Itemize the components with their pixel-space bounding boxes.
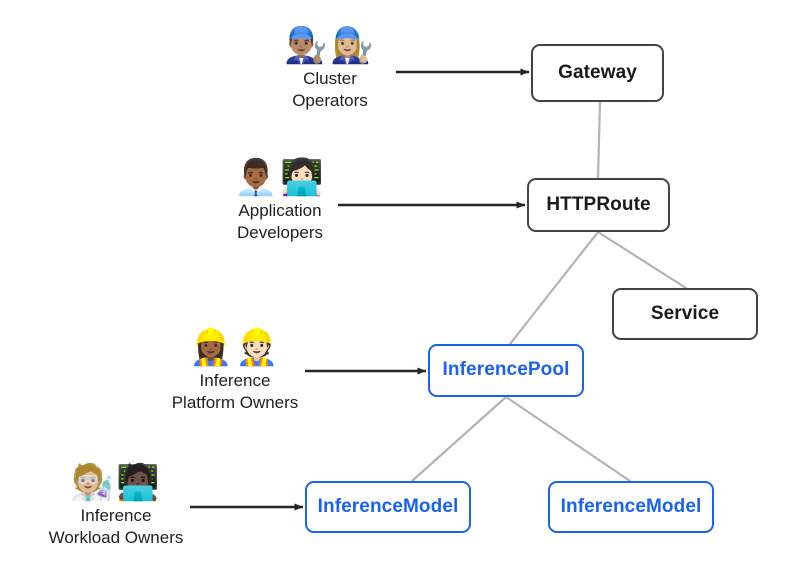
application-developers-emoji-pair-icon: 👨🏾‍💼👩🏻‍💻 bbox=[234, 158, 326, 198]
cluster-operators-emoji-pair-icon: 👨🏽‍🔧👩🏼‍🔧 bbox=[284, 26, 376, 66]
node-service[interactable]: Service bbox=[612, 288, 758, 340]
persona-application-developers-label: Application Developers bbox=[237, 201, 323, 242]
node-service-label: Service bbox=[650, 302, 720, 324]
node-inferencemodel-left-label: InferenceModel bbox=[317, 495, 459, 517]
node-inferencemodel-left[interactable]: InferenceModel bbox=[305, 481, 471, 533]
node-httproute-label: HTTPRoute bbox=[546, 193, 651, 215]
edge-inferencepool-inferencemodel-right bbox=[504, 395, 632, 483]
inference-workload-owners-emoji-pair-icon: 🧑🏼‍🔬🧑🏿‍💻 bbox=[70, 463, 162, 503]
persona-application-developers: 👨🏾‍💼👩🏻‍💻 Application Developers bbox=[180, 158, 380, 244]
node-inferencemodel-right[interactable]: InferenceModel bbox=[548, 481, 714, 533]
persona-inference-workload-owners: 🧑🏼‍🔬🧑🏿‍💻 Inference Workload Owners bbox=[16, 463, 216, 549]
inference-platform-owners-emoji-pair-icon: 👷🏾‍♀️👷🏻 bbox=[189, 328, 281, 368]
node-gateway[interactable]: Gateway bbox=[531, 44, 664, 102]
persona-cluster-operators-label: Cluster Operators bbox=[292, 69, 368, 110]
persona-cluster-operators: 👨🏽‍🔧👩🏼‍🔧 Cluster Operators bbox=[230, 26, 430, 112]
persona-inference-platform-owners: 👷🏾‍♀️👷🏻 Inference Platform Owners bbox=[135, 328, 335, 414]
node-inferencemodel-right-label: InferenceModel bbox=[560, 495, 702, 517]
edge-httproute-inferencepool bbox=[508, 230, 600, 346]
node-inferencepool[interactable]: InferencePool bbox=[428, 344, 584, 397]
persona-inference-workload-owners-label: Inference Workload Owners bbox=[48, 506, 184, 547]
edge-gateway-httproute bbox=[596, 100, 602, 180]
edge-inferencepool-inferencemodel-left bbox=[410, 395, 508, 483]
node-inferencepool-label: InferencePool bbox=[442, 359, 570, 381]
node-httproute[interactable]: HTTPRoute bbox=[527, 178, 670, 232]
node-gateway-label: Gateway bbox=[558, 61, 637, 83]
persona-inference-platform-owners-label: Inference Platform Owners bbox=[171, 371, 299, 412]
edge-httproute-service bbox=[596, 230, 688, 290]
